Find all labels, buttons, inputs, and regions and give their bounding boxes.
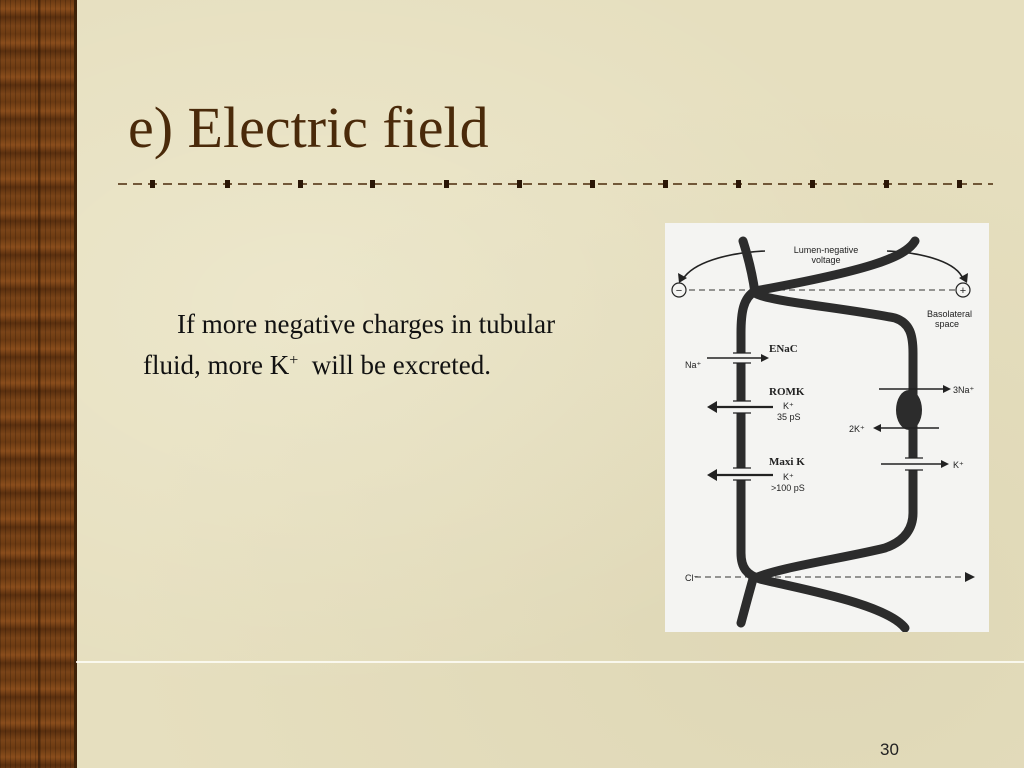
channel-lines <box>733 352 923 481</box>
body-line-2-post: will be <box>298 350 387 380</box>
k2-arrowhead <box>873 424 881 432</box>
basolateral-label-1: Basolateral <box>927 309 972 319</box>
maxik-label: Maxi K <box>769 456 805 468</box>
k2-label: 2K⁺ <box>849 424 865 434</box>
cl-arrowhead <box>965 572 975 582</box>
wood-border-line <box>38 0 40 768</box>
minus-sign: − <box>676 285 682 297</box>
maxik-ps-label: >100 pS <box>771 483 805 493</box>
plus-sign: + <box>960 285 966 297</box>
channel-gaps <box>735 353 921 480</box>
title-divider <box>118 180 993 188</box>
figure-top-label-2: voltage <box>811 255 840 265</box>
maxik-arrowhead <box>707 469 717 481</box>
body-line-3: excreted. <box>392 350 491 380</box>
k-superscript: + <box>289 352 299 370</box>
body-text: If more negative charges in tubular flui… <box>143 304 563 386</box>
na-arrowhead <box>761 354 769 362</box>
body-line-2-pre: tubular fluid, more K <box>143 309 556 380</box>
na3-arrowhead <box>943 385 951 393</box>
maxik-k-label: K⁺ <box>783 472 794 482</box>
basolateral-label-2: space <box>935 319 959 329</box>
na3-label: 3Na⁺ <box>953 385 975 395</box>
slide-title: e) Electric field <box>128 95 489 160</box>
left-arc-arrowhead <box>678 273 687 283</box>
bottom-rule <box>76 661 1024 663</box>
tubule-cell-figure: Lumen-negative voltage − + <box>665 223 989 632</box>
body-line-1: If more negative charges in <box>177 309 472 339</box>
cl-label: Cl⁻ <box>685 573 698 583</box>
right-arc-arrowhead <box>959 273 968 283</box>
plus-circle-icon <box>955 282 971 298</box>
figure-top-label-1: Lumen-negative <box>794 245 859 255</box>
cell-membrane <box>736 236 920 632</box>
minus-circle-icon <box>671 282 687 298</box>
left-arc-arrow <box>682 250 766 280</box>
wood-border-edge <box>74 0 77 768</box>
k-out-label: K⁺ <box>953 460 964 470</box>
figure-svg: Lumen-negative voltage − + <box>671 236 975 632</box>
romk-k-label: K⁺ <box>783 401 794 411</box>
na-label: Na⁺ <box>685 360 702 370</box>
k-out-arrowhead <box>941 460 949 468</box>
enac-label: ENaC <box>769 343 798 355</box>
na-k-pump <box>896 390 922 430</box>
romk-ps-label: 35 pS <box>777 412 801 422</box>
romk-arrowhead <box>707 401 717 413</box>
page-number: 30 <box>880 740 899 759</box>
romk-label: ROMK <box>769 386 805 398</box>
